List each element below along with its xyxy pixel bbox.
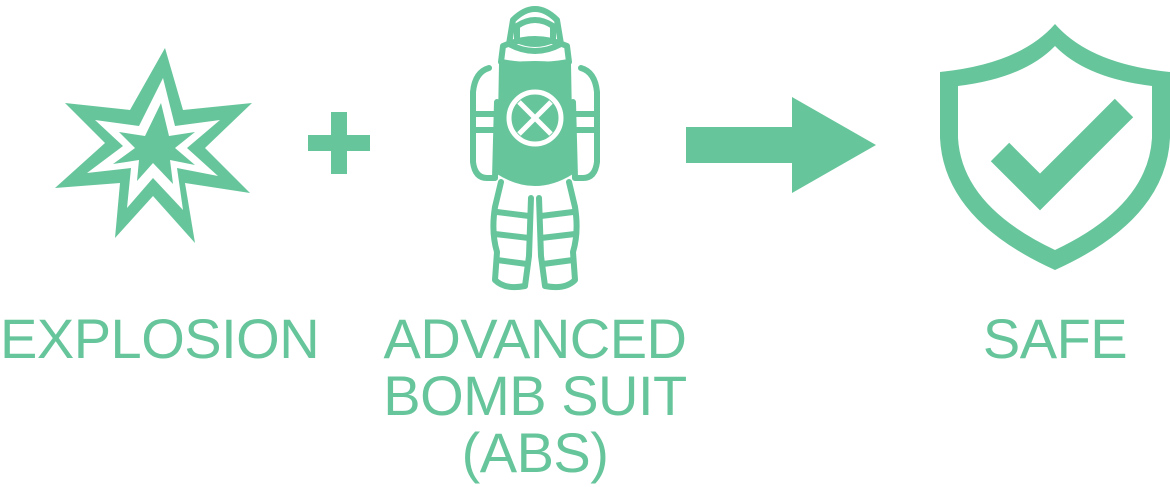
explosion-icon xyxy=(55,48,252,243)
abs-label-line-1: ADVANCED xyxy=(383,307,687,370)
plus-icon xyxy=(308,112,370,174)
explosion-label: EXPLOSION xyxy=(0,307,320,370)
shield-check-icon xyxy=(940,24,1170,270)
safe-label: SAFE xyxy=(982,307,1128,370)
advanced-bomb-suit-label: ADVANCED BOMB SUIT (ABS) xyxy=(380,310,690,481)
abs-label-line-3: (ABS) xyxy=(461,421,609,484)
bomb-suit-icon xyxy=(470,6,600,291)
arrow-right-icon xyxy=(686,97,876,193)
abs-label-line-2: BOMB SUIT xyxy=(383,364,687,427)
